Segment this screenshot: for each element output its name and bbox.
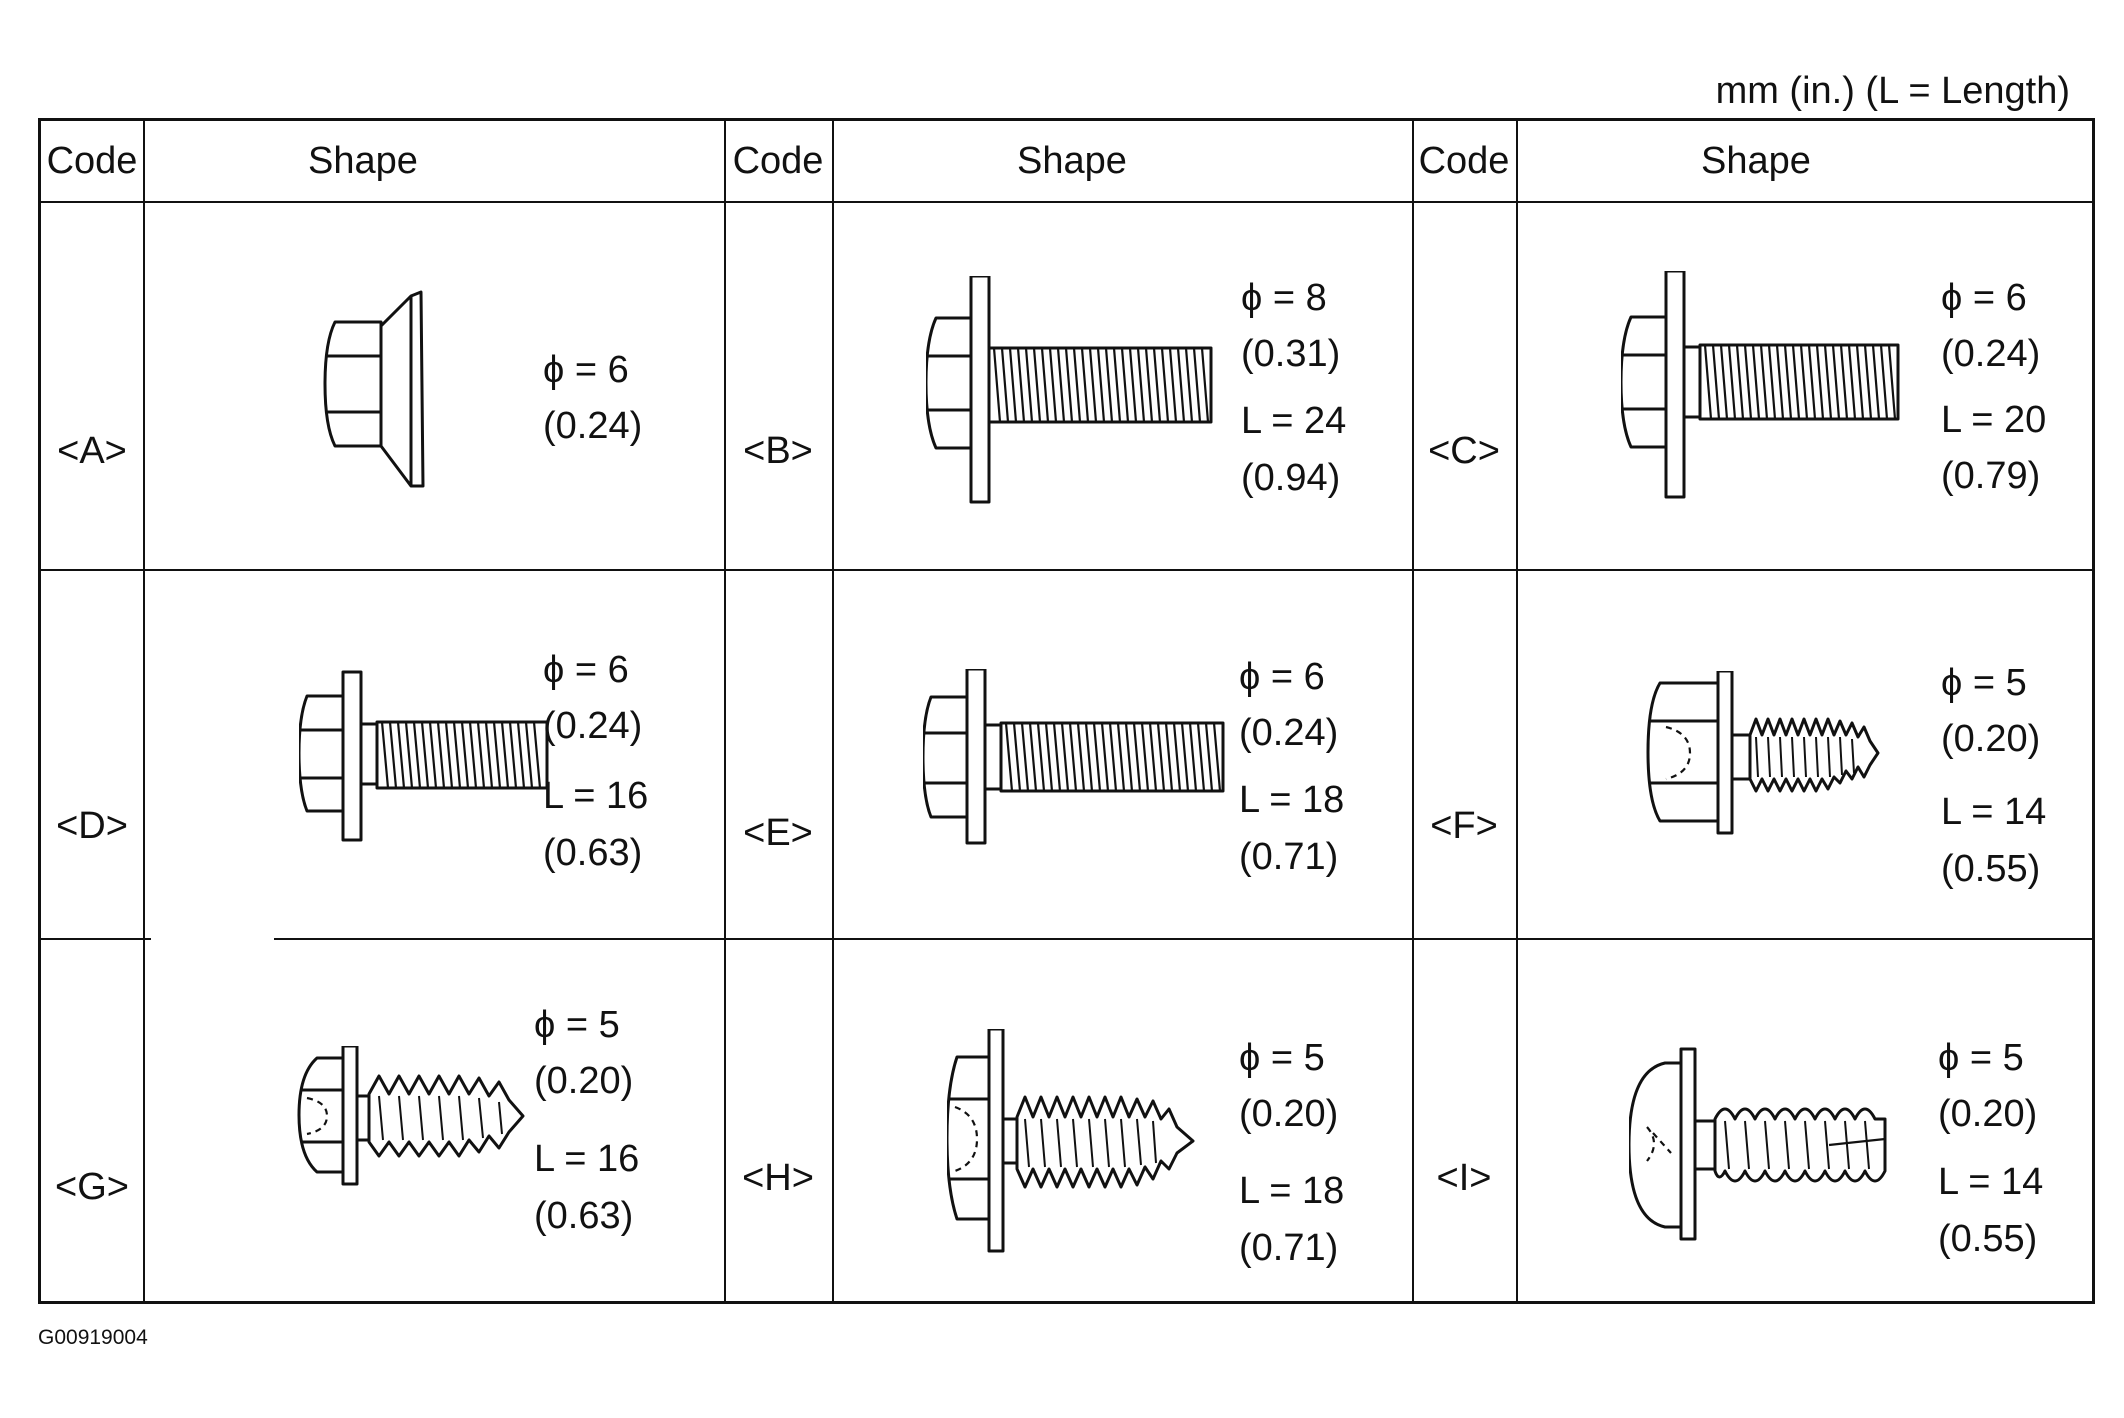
length-mm: L = 16 — [543, 775, 649, 817]
hex-flange-bolt-icon — [1621, 271, 1900, 499]
tapping-screw-icon — [947, 1029, 1195, 1253]
length-mm: L = 14 — [1938, 1161, 2044, 1203]
diameter-mm: ϕ = 5 — [1239, 1037, 1325, 1079]
shape-header: Shape — [1017, 139, 1127, 182]
diameter-mm: ϕ = 6 — [543, 649, 629, 691]
code-b: <B> — [743, 429, 813, 472]
code-header: Code — [732, 139, 824, 182]
code-g: <G> — [55, 1165, 129, 1208]
diameter-in: (0.20) — [1938, 1093, 2038, 1135]
length-in: (0.55) — [1938, 1218, 2038, 1260]
column-divider — [1516, 121, 1518, 1301]
hex-flange-bolt-icon — [926, 276, 1213, 504]
code-c: <C> — [1428, 429, 1500, 472]
pan-head-tapping-screw-icon — [1629, 1047, 1887, 1241]
column-divider — [724, 121, 726, 1301]
diameter-in: (0.20) — [1941, 718, 2041, 760]
length-mm: L = 20 — [1941, 399, 2047, 441]
shape-header: Shape — [308, 139, 418, 182]
length-in: (0.71) — [1239, 836, 1339, 878]
row-divider — [41, 569, 2092, 571]
figure-id: G00919004 — [38, 1326, 148, 1349]
tapping-screw-icon — [297, 1046, 525, 1186]
diameter-in: (0.24) — [1239, 712, 1339, 754]
row-divider — [41, 201, 2092, 203]
length-mm: L = 24 — [1241, 400, 1347, 442]
diameter-in: (0.24) — [543, 405, 643, 447]
diameter-in: (0.31) — [1241, 333, 1341, 375]
length-in: (0.55) — [1941, 848, 2041, 890]
diameter-in: (0.20) — [534, 1060, 634, 1102]
length-mm: L = 14 — [1941, 791, 2047, 833]
length-mm: L = 16 — [534, 1138, 640, 1180]
diameter-in: (0.24) — [543, 705, 643, 747]
length-in: (0.79) — [1941, 455, 2041, 497]
code-i: <I> — [1436, 1156, 1492, 1199]
length-in: (0.63) — [534, 1195, 634, 1237]
row-divider — [41, 938, 151, 940]
column-divider — [143, 121, 145, 1301]
diameter-mm: ϕ = 6 — [1941, 277, 2027, 319]
length-mm: L = 18 — [1239, 1170, 1345, 1212]
shape-header: Shape — [1701, 139, 1811, 182]
code-header: Code — [46, 139, 138, 182]
fastener-table: Code Shape Code Shape Code Shape <A> <B>… — [38, 118, 2095, 1304]
units-note: mm (in.) (L = Length) — [1715, 70, 2070, 112]
length-in: (0.94) — [1241, 457, 1341, 499]
length-mm: L = 18 — [1239, 779, 1345, 821]
hex-flange-nut-icon — [323, 290, 425, 488]
length-in: (0.63) — [543, 832, 643, 874]
diameter-mm: ϕ = 6 — [543, 349, 629, 391]
tapping-screw-icon — [1646, 671, 1880, 835]
hex-flange-bolt-icon — [299, 670, 549, 842]
column-divider — [1412, 121, 1414, 1301]
diameter-mm: ϕ = 6 — [1239, 656, 1325, 698]
code-header: Code — [1418, 139, 1510, 182]
row-divider — [274, 938, 2092, 940]
hex-flange-bolt-icon — [923, 669, 1225, 845]
diameter-mm: ϕ = 5 — [1941, 662, 2027, 704]
code-a: <A> — [57, 429, 127, 472]
diameter-in: (0.24) — [1941, 333, 2041, 375]
code-f: <F> — [1430, 804, 1498, 847]
code-d: <D> — [56, 804, 128, 847]
column-divider — [832, 121, 834, 1301]
diameter-mm: ϕ = 8 — [1241, 277, 1327, 319]
diameter-in: (0.20) — [1239, 1093, 1339, 1135]
code-e: <E> — [743, 811, 813, 854]
code-h: <H> — [742, 1156, 814, 1199]
diameter-mm: ϕ = 5 — [1938, 1037, 2024, 1079]
length-in: (0.71) — [1239, 1227, 1339, 1269]
diameter-mm: ϕ = 5 — [534, 1004, 620, 1046]
